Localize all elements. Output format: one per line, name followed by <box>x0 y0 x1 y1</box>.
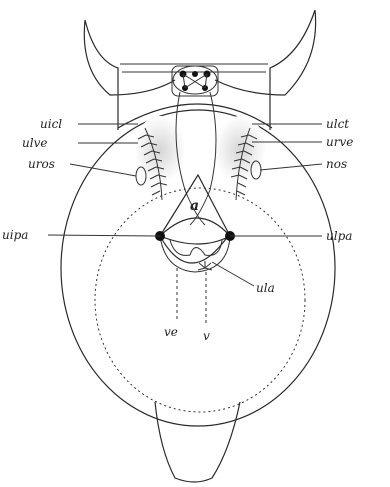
label-uipa: uipa <box>2 228 28 242</box>
label-uicl: uicl <box>40 117 62 131</box>
tail-outline <box>155 402 240 482</box>
label-v: v <box>203 329 210 343</box>
body-outline <box>61 110 335 426</box>
leader-nos <box>260 164 322 170</box>
label-uros: uros <box>28 157 55 171</box>
label-ulct: ulct <box>326 117 349 131</box>
head-crossbar <box>120 64 268 72</box>
leader-uros <box>70 164 136 176</box>
label-urve: urve <box>326 135 353 149</box>
label-a: a <box>190 198 199 214</box>
head-outline <box>84 10 315 130</box>
label-ulve: ulve <box>22 136 47 150</box>
label-ve: ve <box>164 325 178 339</box>
right-shaded-region <box>214 116 266 184</box>
leader-uipa <box>48 235 160 236</box>
inner-dotted-contour <box>95 188 305 412</box>
top-ganglion-cluster <box>172 66 218 96</box>
leader-ula <box>212 262 254 286</box>
label-ulpa: ulpa <box>326 229 352 243</box>
label-ula: ula <box>256 281 275 295</box>
left-shaded-region <box>134 116 186 184</box>
label-nos: nos <box>326 157 347 171</box>
